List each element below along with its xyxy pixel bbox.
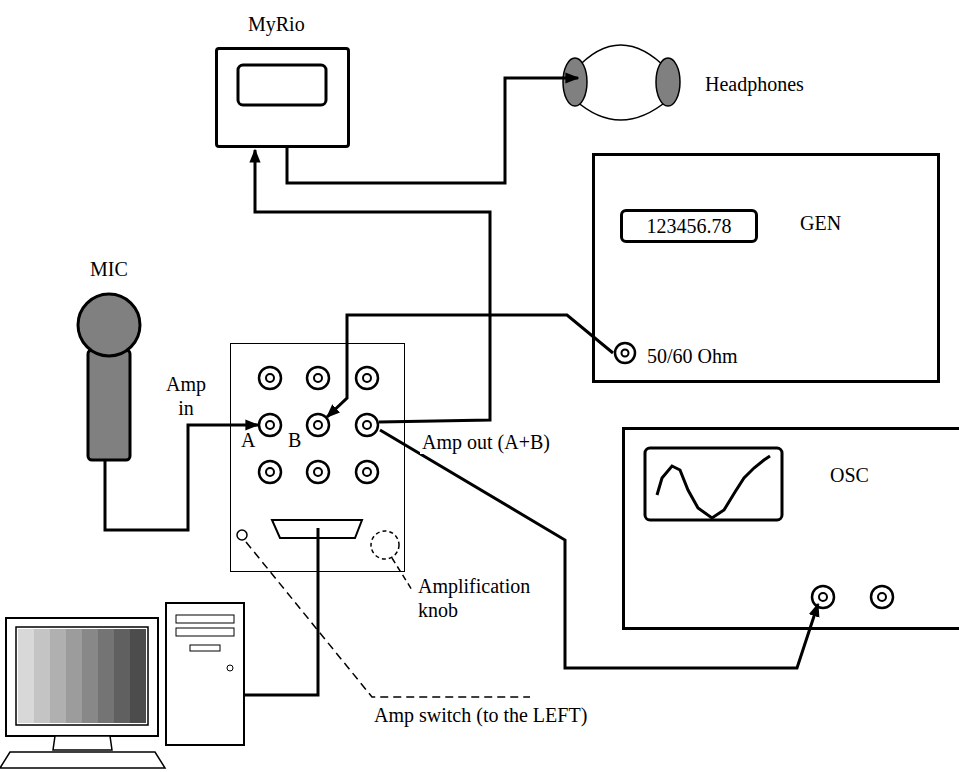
- port-label: 50/60 Ohm: [647, 344, 738, 368]
- device-box: MyRio: [215, 47, 350, 148]
- device-label: MyRio: [248, 12, 305, 36]
- waveform: [657, 456, 770, 518]
- leader-line: [392, 558, 412, 590]
- device-label: GEN: [800, 211, 841, 235]
- port-label: Amp out (A+B): [420, 430, 552, 454]
- microphone: MIC: [75, 295, 140, 465]
- device-label: OSC: [830, 463, 869, 487]
- osc-jack: [871, 586, 893, 608]
- signal-cable: [380, 430, 818, 668]
- gen-jack: [615, 343, 635, 363]
- headphones-drawing: [563, 45, 680, 120]
- device-label: Headphones: [705, 72, 804, 96]
- callout-label: Amp switch (to the LEFT): [372, 703, 589, 727]
- edge-label: Amp in: [162, 372, 210, 420]
- amplification-knob: [371, 531, 399, 559]
- jack-label: B: [288, 428, 301, 452]
- display-box: 123456.78: [620, 209, 758, 243]
- myrio-screen: [238, 65, 326, 105]
- signal-cable: [105, 425, 258, 530]
- device-label: MIC: [90, 257, 128, 281]
- osc-jack: [812, 586, 834, 608]
- computer-cable: [245, 528, 318, 695]
- osc-screen: [645, 448, 782, 520]
- computer-drawing: [0, 603, 244, 768]
- panel-jacks: [259, 367, 378, 483]
- oscilloscope-box: OSC: [622, 427, 959, 630]
- amp-switch: [237, 530, 247, 540]
- callout-label: Amplification knob: [416, 574, 560, 622]
- headphones: Headphones: [558, 50, 683, 120]
- signal-cable: [327, 315, 613, 417]
- amp-panel: AB: [230, 343, 405, 572]
- generator-box: GEN 50/60 Ohm 123456.78: [592, 153, 940, 383]
- signal-cable: [287, 78, 578, 183]
- jack-label: A: [241, 428, 255, 452]
- display-value: 123456.78: [647, 214, 732, 238]
- microphone-drawing: [78, 294, 140, 460]
- signal-cable: [255, 150, 490, 422]
